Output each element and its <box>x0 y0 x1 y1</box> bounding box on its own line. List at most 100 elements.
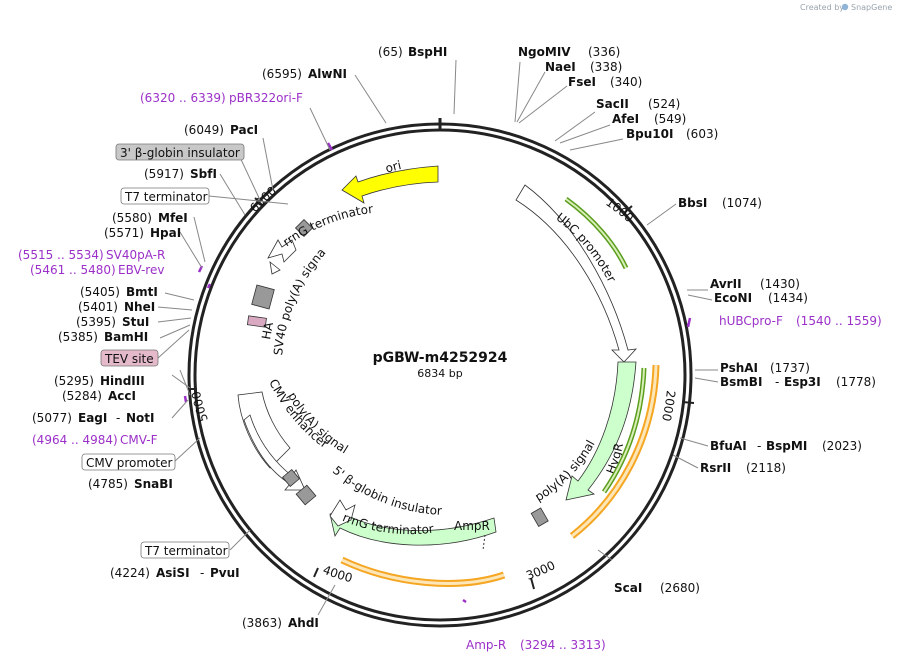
svg-text:EagI: EagI <box>78 411 107 425</box>
site-bpu10i[interactable]: Bpu10I(603) <box>626 127 718 141</box>
insulator-block-1[interactable] <box>281 468 301 488</box>
label-3-beta-globin-insulator[interactable]: 3' β-globin insulator <box>115 143 245 161</box>
ampr-promoter-divider <box>482 534 486 551</box>
svg-text:PacI: PacI <box>230 123 258 137</box>
site-bsphi[interactable]: (65)BspHI <box>378 45 447 59</box>
snapgene-logo-icon <box>841 3 849 11</box>
svg-text:SacII: SacII <box>596 97 629 111</box>
svg-text:BamHI: BamHI <box>104 330 148 344</box>
label-t7-terminator-bottom[interactable]: T7 terminator <box>140 541 230 559</box>
primer-pbr322ori-f[interactable]: (6320 .. 6339)pBR322ori-F <box>140 91 303 105</box>
svg-text:(5401): (5401) <box>78 300 118 314</box>
site-asisi-pvui[interactable]: (4224)AsiSI-PvuI <box>110 566 240 580</box>
svg-text:NgoMIV: NgoMIV <box>518 45 571 59</box>
site-hindiii[interactable]: (5295)HindIII <box>54 374 145 388</box>
svg-text:(65): (65) <box>378 45 403 59</box>
svg-text:3000: 3000 <box>524 558 557 583</box>
svg-text:(5917): (5917) <box>144 167 184 181</box>
rrng-terminator-feature-top[interactable] <box>267 239 297 263</box>
svg-text:(524): (524) <box>648 97 680 111</box>
sv40-polya-feature[interactable] <box>251 284 275 310</box>
svg-text:rrnG terminator: rrnG terminator <box>280 202 374 249</box>
app-name-text: SnapGene <box>851 3 892 12</box>
svg-text:(6049): (6049) <box>184 123 224 137</box>
site-alwni[interactable]: (6595)AlwNI <box>262 67 347 81</box>
tick-marks <box>188 197 695 590</box>
site-fsei[interactable]: FseI(340) <box>568 75 642 89</box>
site-ahdi[interactable]: (3863)AhdI <box>242 616 319 630</box>
site-avrii[interactable]: AvrII(1430) <box>710 277 800 291</box>
amp-r-primer-mark <box>462 598 467 604</box>
rrng-terminator-feature-bottom[interactable] <box>329 499 356 527</box>
site-stui[interactable]: (5395)StuI <box>76 315 149 329</box>
cmv-enhancer-feature[interactable] <box>237 391 291 469</box>
site-bmti[interactable]: (5405)BmtI <box>80 285 158 299</box>
site-naei[interactable]: NaeI(338) <box>545 60 622 74</box>
tick-2000 <box>681 401 695 404</box>
svg-text:T7 terminator: T7 terminator <box>124 190 208 204</box>
svg-text:(1430): (1430) <box>760 277 800 291</box>
svg-text:T7 terminator: T7 terminator <box>144 544 228 558</box>
site-rsrii[interactable]: RsrII(2118) <box>700 461 786 475</box>
primer-sv40pa-r[interactable]: (5515 .. 5534)SV40pA-R <box>18 248 165 262</box>
svg-text:(336): (336) <box>588 45 620 59</box>
site-econi[interactable]: EcoNI(1434) <box>714 291 808 305</box>
svg-text:-: - <box>775 375 779 389</box>
t7-terminator-feature-top[interactable] <box>269 261 281 275</box>
primer-cmv-f[interactable]: (4964 .. 4984)CMV-F <box>32 433 158 447</box>
ori-feature[interactable] <box>341 165 439 204</box>
site-nhei[interactable]: (5401)NheI <box>78 300 155 314</box>
site-bsmbi-esp3i[interactable]: BsmBI-Esp3I(1778) <box>720 375 876 389</box>
svg-text:Bpu10I: Bpu10I <box>626 127 673 141</box>
svg-text:RsrII: RsrII <box>700 461 731 475</box>
site-hpai[interactable]: (5571)HpaI <box>104 226 181 240</box>
site-bamhi[interactable]: (5385)BamHI <box>58 330 148 344</box>
insulator-block-2[interactable] <box>295 484 317 506</box>
svg-text:(4224): (4224) <box>110 566 150 580</box>
svg-text:FseI: FseI <box>568 75 596 89</box>
primer-amp-r[interactable]: Amp-R(3294 .. 3313) <box>466 638 606 652</box>
svg-text:-: - <box>116 411 120 425</box>
site-paci[interactable]: (6049) PacI <box>184 123 258 137</box>
beta-globin-3-block[interactable] <box>294 218 314 238</box>
svg-text:HindIII: HindIII <box>100 374 145 388</box>
site-sbfi[interactable]: (5917)SbfI <box>144 167 217 181</box>
site-scai[interactable]: ScaI(2680) <box>614 581 700 595</box>
primer-hubcpro-f[interactable]: hUBCpro-F(1540 .. 1559) <box>719 314 882 328</box>
site-sacii[interactable]: SacII (524) <box>596 97 680 111</box>
svg-text:(3863): (3863) <box>242 616 282 630</box>
svg-text:(549): (549) <box>654 112 686 126</box>
primer-marks <box>183 142 692 604</box>
site-bfuai-bspmi[interactable]: BfuAI-BspMI(2023) <box>710 439 862 453</box>
svg-text:-: - <box>200 566 204 580</box>
snapgene-watermark: Created by SnapGene <box>800 3 892 12</box>
rrng-terminator-label-top: rrnG terminator <box>280 202 374 249</box>
site-mfei[interactable]: (5580) MfeI <box>112 211 188 225</box>
hygr-feature[interactable] <box>565 361 637 501</box>
polya-signal-feature[interactable] <box>530 507 549 527</box>
svg-text:MfeI: MfeI <box>158 211 188 225</box>
primer-ebv-rev[interactable]: (5461 .. 5480)EBV-rev <box>30 263 164 277</box>
svg-text:(5580): (5580) <box>112 211 152 225</box>
svg-text:(5077): (5077) <box>32 411 72 425</box>
site-pshai[interactable]: PshAI(1737) <box>720 361 810 375</box>
label-tev-site[interactable]: TEV site <box>100 349 159 367</box>
site-bbsi[interactable]: BbsI(1074) <box>678 196 762 210</box>
backbone <box>187 118 693 628</box>
svg-text:(5461 .. 5480): (5461 .. 5480) <box>30 263 116 277</box>
cmv-promoter-feature[interactable] <box>243 414 306 491</box>
site-afei[interactable]: AfeI(549) <box>612 112 686 126</box>
svg-text:3' β-globin insulator: 3' β-globin insulator <box>120 146 240 160</box>
ha-tag-feature[interactable] <box>246 315 267 328</box>
svg-text:(338): (338) <box>590 60 622 74</box>
ampr-orf-track-inner <box>341 558 505 585</box>
site-ngomiv[interactable]: NgoMIV (336) <box>518 45 620 59</box>
primer-labels: (6320 .. 6339)pBR322ori-F hUBCpro-F(1540… <box>18 91 882 652</box>
label-t7-terminator-top[interactable]: T7 terminator <box>120 187 210 205</box>
site-snabi[interactable]: (4785)SnaBI <box>88 477 173 491</box>
label-cmv-promoter[interactable]: CMV promoter <box>81 453 176 471</box>
site-acci[interactable]: (5284)AccI <box>62 389 136 403</box>
site-eagi-noti[interactable]: (5077)EagI-NotI <box>32 411 155 425</box>
svg-text:HpaI: HpaI <box>150 226 181 240</box>
